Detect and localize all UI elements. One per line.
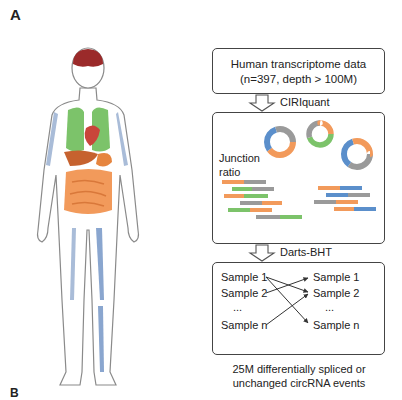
flow-arrow (250, 245, 274, 261)
node-text: Sample 1 (313, 271, 373, 284)
node-text: Sample 2 (221, 287, 271, 300)
node-text: Junction ratio (219, 151, 269, 179)
process-box: Sample 1 Sample 2... Sample n Sample 1 Sampl… (212, 262, 385, 355)
comparison-arrows (266, 277, 308, 325)
panel-label: B (10, 386, 30, 400)
edge-label: CIRIquant (280, 96, 330, 109)
process-box: Human transcriptome data (n=397, depth >… (212, 48, 385, 94)
node-text: Sample n (313, 319, 373, 332)
circrna-ring (309, 123, 331, 145)
flow-arrow (250, 95, 274, 111)
node-text: Sample 2 (313, 287, 373, 300)
process-box: Junction ratio (212, 112, 385, 244)
circrna-ring (267, 129, 293, 155)
node-text: Sample n (221, 319, 271, 332)
node-text: Sample 1 (221, 271, 271, 284)
node-text: Human transcriptome data (n=397, depth >… (217, 57, 380, 86)
panel-label: A (10, 6, 30, 24)
human-body (38, 48, 139, 385)
circrna-ring (344, 141, 370, 167)
node-text: ... (233, 301, 263, 314)
edge-label: Darts-BHT (280, 246, 332, 259)
annotation-text: 25M differentially spliced or unchanged … (208, 362, 390, 390)
node-text: ... (325, 301, 355, 314)
sequencing-reads (222, 180, 376, 219)
